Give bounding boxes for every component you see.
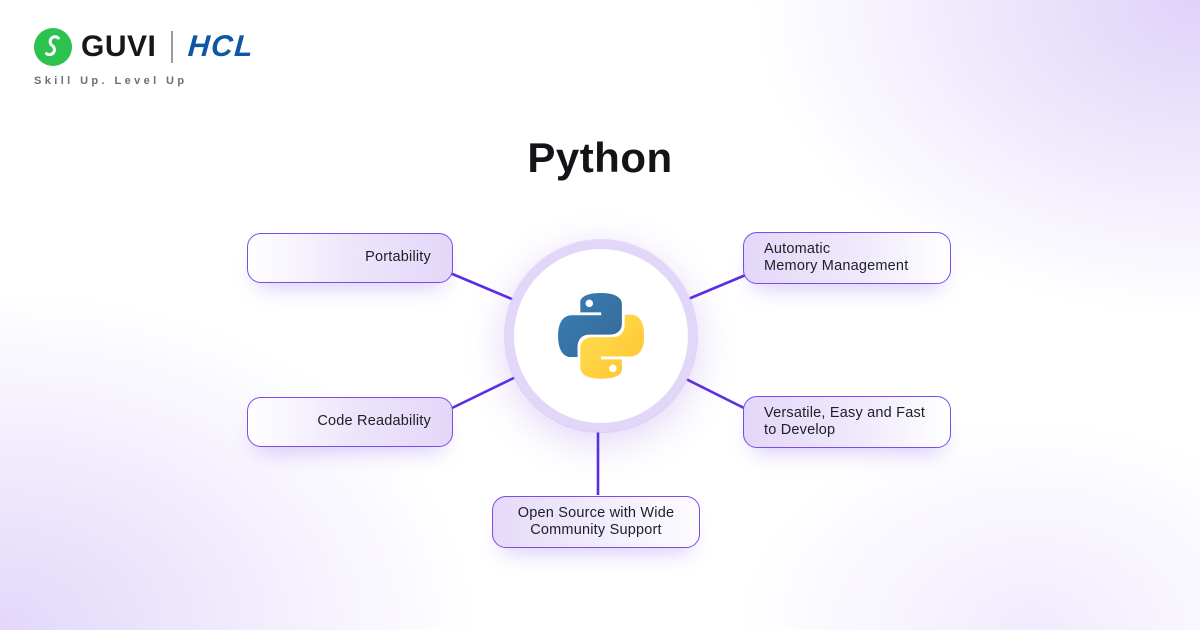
node-code-readability: Code Readability bbox=[247, 397, 453, 447]
node-versatile-easy-fast: Versatile, Easy and Fast to Develop bbox=[743, 396, 951, 448]
brand-tagline: Skill Up. Level Up bbox=[34, 75, 188, 87]
node-automatic-memory-management: Automatic Memory Management bbox=[743, 232, 951, 284]
guvi-wordmark: GUVI bbox=[81, 30, 157, 63]
page-title: Python bbox=[527, 134, 673, 181]
node-portability: Portability bbox=[247, 233, 453, 283]
python-hub-circle bbox=[505, 240, 697, 432]
brand-logo-row: GUVI HCL bbox=[34, 28, 256, 66]
brand-header: GUVI HCL Skill Up. Level Up bbox=[34, 28, 256, 87]
brand-divider bbox=[171, 31, 174, 63]
guvi-logo-icon bbox=[34, 28, 72, 66]
python-logo-icon bbox=[558, 293, 644, 379]
node-open-source-community: Open Source with Wide Community Support bbox=[492, 496, 700, 548]
